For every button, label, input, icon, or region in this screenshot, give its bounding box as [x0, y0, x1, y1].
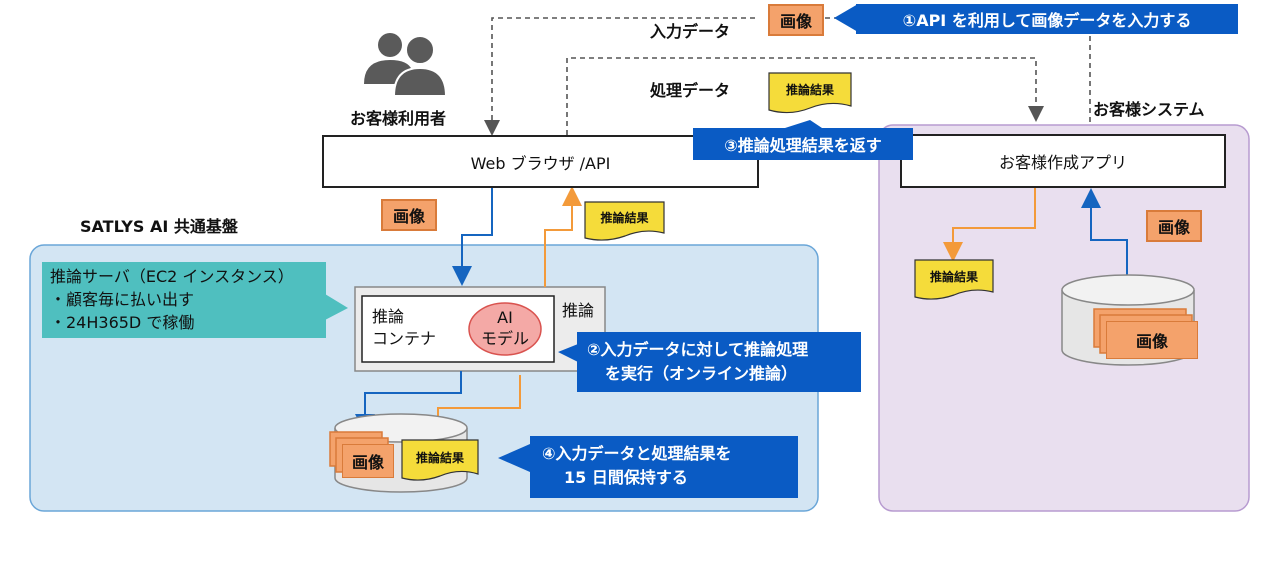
- satlys-platform-label: SATLYS AI 共通基盤: [80, 217, 238, 236]
- server-note-line1: ・顧客毎に払い出す: [50, 290, 195, 309]
- input-data-label: 入力データ: [650, 22, 731, 41]
- input-data-dashed-arrow: [484, 17, 755, 136]
- container-label-line2: コンテナ: [372, 329, 437, 348]
- callout-step2-line2: を実行（オンライン推論）: [605, 364, 798, 383]
- document-icon: [401, 439, 479, 481]
- processed-data-label: 処理データ: [650, 81, 731, 100]
- result-flow-arrow-in-customer-app: [943, 188, 1036, 262]
- inference-container-label: 推論 コンテナ: [372, 306, 436, 350]
- result-doc-customer: 推論結果: [929, 269, 978, 284]
- image-tag-platform: 画像: [381, 199, 437, 231]
- callout-pointer: [785, 120, 822, 128]
- image-flow-arrow-from-customer-db: [1081, 188, 1128, 306]
- result-doc-platform: 推論結果: [600, 210, 649, 225]
- customer-system-label: お客様システム: [1093, 100, 1205, 119]
- callout-step2: ②入力データに対して推論処理 を実行（オンライン推論）: [577, 332, 861, 392]
- result-doc-top: 推論結果: [785, 82, 834, 97]
- document-icon: [584, 201, 665, 241]
- image-flow-arrow-to-storage: [355, 371, 462, 434]
- ai-model-label: AI モデル: [473, 307, 537, 349]
- image-tag-customer: 画像: [1146, 210, 1202, 242]
- web-browser-api-box[interactable]: Web ブラウザ /API: [322, 135, 759, 188]
- customer-app-label: お客様作成アプリ: [998, 153, 1127, 172]
- image-tag-customer-storage: 画像: [1106, 321, 1198, 359]
- ai-model-ellipse: [468, 302, 542, 356]
- document-icon: [768, 72, 852, 114]
- customer-app-box[interactable]: お客様作成アプリ: [900, 134, 1226, 188]
- server-note-title: 推論サーバ（EC2 インスタンス）: [50, 267, 294, 286]
- callout-step4-line1: ④入力データと処理結果を: [542, 444, 732, 463]
- callout-step1: ①API を利用して画像データを入力する: [856, 4, 1238, 34]
- callout-step4: ④入力データと処理結果を 15 日間保持する: [530, 436, 798, 498]
- callout-step3: ③推論処理結果を返す: [693, 128, 913, 160]
- image-flow-arrow-to-server: [452, 188, 493, 286]
- callout-step4-line2: 15 日間保持する: [564, 468, 688, 487]
- server-note-line2: ・24H365D で稼働: [50, 313, 195, 332]
- result-flow-arrow-to-browser: [544, 186, 582, 287]
- users-icon: [364, 33, 448, 97]
- processed-data-dashed-arrow: [566, 57, 1044, 135]
- inference-server-note: 推論サーバ（EC2 インスタンス） ・顧客毎に払い出す ・24H365D で稼働: [42, 262, 326, 338]
- document-icon: [914, 259, 994, 300]
- customer-user-label: お客様利用者: [350, 109, 447, 128]
- image-tag-top: 画像: [768, 4, 824, 36]
- callout-step2-line1: ②入力データに対して推論処理: [587, 340, 809, 359]
- image-tag-storage: 画像: [342, 444, 394, 478]
- callout-pointer: [558, 344, 578, 362]
- callout-pointer: [498, 444, 530, 472]
- callout-pointer: [325, 294, 348, 320]
- callout-pointer: [834, 4, 858, 32]
- container-label-line1: 推論: [372, 307, 405, 326]
- web-browser-api-label: Web ブラウザ /API: [470, 153, 611, 173]
- ai-model-label-line1: AI: [497, 308, 513, 327]
- ai-model-label-line2: モデル: [480, 329, 529, 348]
- inference-server-label: 推論: [562, 301, 595, 320]
- result-doc-storage: 推論結果: [415, 450, 464, 465]
